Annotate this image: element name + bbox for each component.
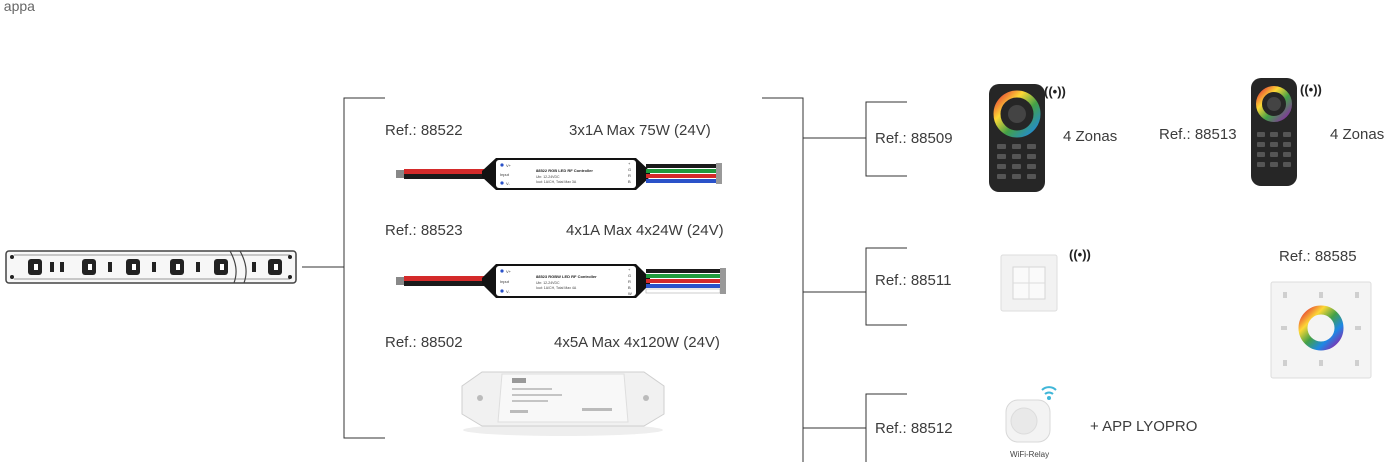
wifi-relay-caption: WiFi-Relay bbox=[1010, 450, 1049, 459]
remote-88513 bbox=[1249, 76, 1299, 188]
controllers-right-bracket bbox=[762, 98, 803, 462]
touch-panel-88585 bbox=[1269, 280, 1375, 380]
port-r-3: R bbox=[628, 173, 631, 178]
controller-1-spec: 3x1A Max 75W (24V) bbox=[569, 122, 711, 139]
power-repeater-device bbox=[452, 364, 674, 438]
app-label: + APP LYOPRO bbox=[1090, 418, 1197, 435]
remote-2-ref: Ref.: 88513 bbox=[1159, 126, 1237, 143]
rgbw-controller-device: V+ Input V- 88523 RGBW LED RF Controller… bbox=[396, 262, 736, 302]
device-title: 88522 RGB LED RF Controller bbox=[536, 168, 593, 173]
controller-3-ref: Ref.: 88502 bbox=[385, 334, 463, 351]
port-input: Input bbox=[500, 279, 510, 284]
port-r-4: B bbox=[628, 179, 631, 184]
port-r-2: G bbox=[628, 167, 631, 172]
remote-1-zones: 4 Zonas bbox=[1063, 128, 1117, 145]
controller-3-spec: 4x5A Max 4x120W (24V) bbox=[554, 334, 720, 351]
wall-panel-88511 bbox=[999, 253, 1061, 315]
device-line-2: Iout: 1A/CH, Total Max 4A bbox=[536, 286, 577, 290]
wifi-relay-device bbox=[1000, 378, 1064, 450]
wifi-relay-ref: Ref.: 88512 bbox=[875, 420, 953, 437]
device-line-1: Uin: 12-24VDC bbox=[536, 281, 560, 285]
port-r-3: R bbox=[628, 279, 631, 284]
remote-88509 bbox=[987, 82, 1047, 194]
led-strip bbox=[4, 244, 300, 290]
port-v-plus: V+ bbox=[506, 163, 512, 168]
controllers-bracket bbox=[344, 98, 385, 438]
remote-1-signal-icon: ((•)) bbox=[1044, 84, 1066, 99]
device-line-2: Iout: 1A/CH, Total Max 3A bbox=[536, 180, 577, 184]
port-v-minus: V- bbox=[506, 289, 510, 294]
controller-2-ref: Ref.: 88523 bbox=[385, 222, 463, 239]
wall-panel-signal-icon: ((•)) bbox=[1069, 247, 1091, 262]
rgb-controller-device: V+ Input V- 88522 RGB LED RF Controller … bbox=[396, 156, 736, 192]
port-r-2: G bbox=[628, 273, 631, 278]
remote-2-signal-icon: ((•)) bbox=[1300, 82, 1322, 97]
port-r-4: B bbox=[628, 285, 631, 290]
remote-2-zones: 4 Zonas bbox=[1330, 126, 1384, 143]
port-v-plus: V+ bbox=[506, 269, 512, 274]
device-line-1: Uin: 12-24VDC bbox=[536, 175, 560, 179]
wall-panel-ref: Ref.: 88511 bbox=[875, 272, 951, 289]
controller-1-ref: Ref.: 88522 bbox=[385, 122, 463, 139]
controller-2-spec: 4x1A Max 4x24W (24V) bbox=[566, 222, 724, 239]
device-title: 88523 RGBW LED RF Controller bbox=[536, 274, 597, 279]
port-input: Input bbox=[500, 172, 510, 177]
touch-panel-ref: Ref.: 88585 bbox=[1279, 248, 1357, 265]
port-r-5: W bbox=[628, 291, 632, 296]
port-v-minus: V- bbox=[506, 181, 510, 186]
remote-1-ref: Ref.: 88509 bbox=[875, 130, 953, 147]
